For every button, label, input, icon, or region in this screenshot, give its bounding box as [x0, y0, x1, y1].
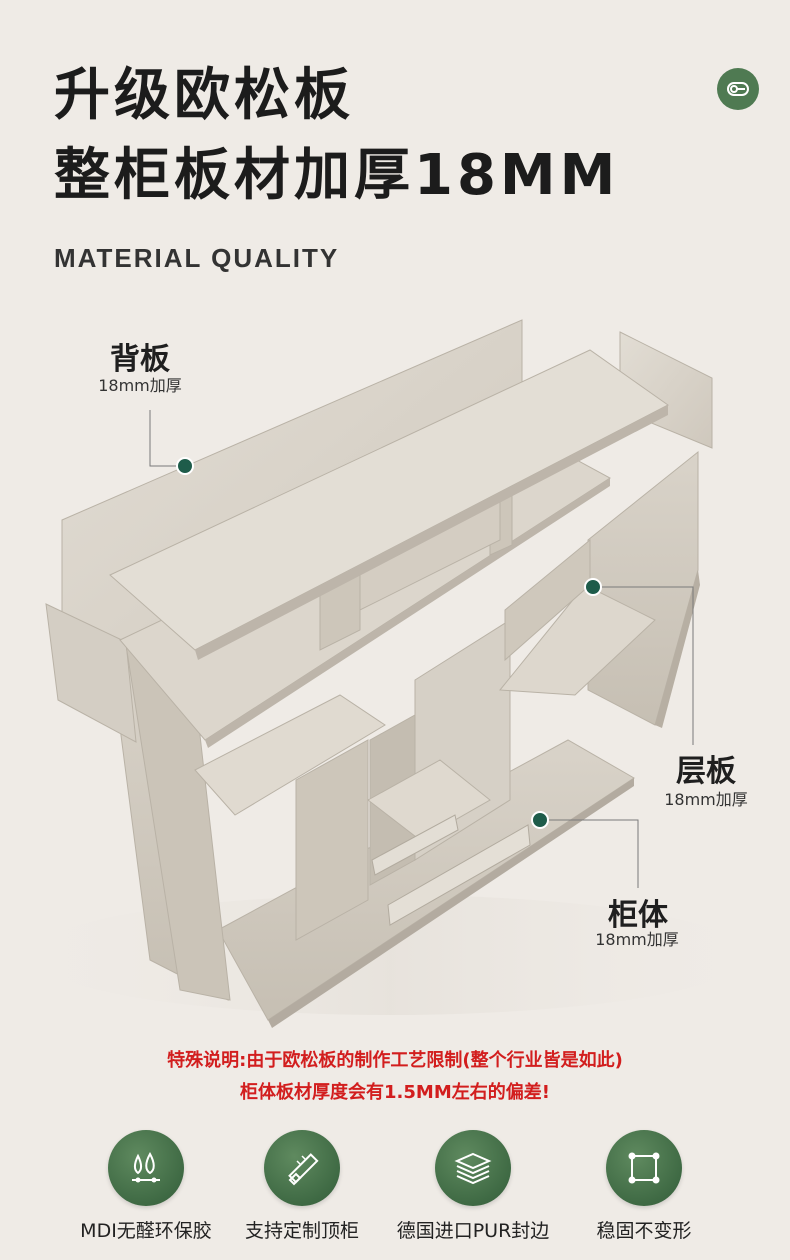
board-stack-icon: [435, 1130, 511, 1206]
callout-body-sub: 18mm加厚: [595, 930, 679, 949]
feature-item-stable: 稳固不变形: [549, 1130, 739, 1243]
left-lower-shelf: [194, 694, 386, 816]
left-small-panel: [45, 603, 137, 743]
callout-back-title: 背板: [110, 342, 170, 377]
kick-board: [387, 824, 531, 926]
marker-shelf: [584, 578, 602, 596]
callout-shelf-title: 层板: [676, 754, 736, 789]
callout-shelf-sub: 18mm加厚: [664, 790, 748, 809]
top-shelf-edge: [195, 405, 668, 660]
cabinet-illustration: [30, 319, 750, 1028]
drawer-rail: [371, 814, 459, 876]
page-title-line2: 整柜板材加厚18MM: [54, 143, 620, 208]
leader-line-body: [540, 819, 639, 888]
page-title-line1: 升级欧松板: [54, 63, 354, 128]
feature-item-eco-glue: MDI无醛环保胶: [51, 1130, 241, 1243]
feature-item-pur-edge: 德国进口PUR封边: [378, 1130, 568, 1243]
right-shelf: [499, 584, 656, 696]
marker-body: [531, 811, 549, 829]
eco-glue-icon: [108, 1130, 184, 1206]
lower-middle-shelf: [367, 759, 491, 841]
callout-body-title: 柜体: [608, 898, 668, 933]
roll-icon: [717, 68, 759, 110]
marker-back-panel: [176, 457, 194, 475]
page-subtitle: MATERIAL QUALITY: [54, 243, 340, 273]
leader-line-back: [149, 410, 185, 467]
stable-frame-icon: [606, 1130, 682, 1206]
feature-item-custom-top: 支持定制顶柜: [207, 1130, 397, 1243]
base-panel-edge: [268, 778, 634, 1028]
leader-line-shelf: [593, 586, 694, 745]
right-side-panel: [587, 450, 699, 726]
ruler-pencil-icon: [264, 1130, 340, 1206]
right-side-edge: [655, 570, 700, 728]
special-note-line2: 柜体板材厚度会有1.5MM左右的偏差!: [240, 1082, 550, 1103]
middle-divider-left: [295, 739, 369, 941]
feature-label: MDI无醛环保胶: [80, 1220, 212, 1242]
callout-back-sub: 18mm加厚: [98, 376, 182, 395]
feature-label: 稳固不变形: [596, 1220, 692, 1242]
special-note-line1: 特殊说明:由于欧松板的制作工艺限制(整个行业皆是如此): [167, 1050, 623, 1071]
feature-label: 德国进口PUR封边: [396, 1220, 550, 1242]
feature-label: 支持定制顶柜: [244, 1220, 359, 1242]
